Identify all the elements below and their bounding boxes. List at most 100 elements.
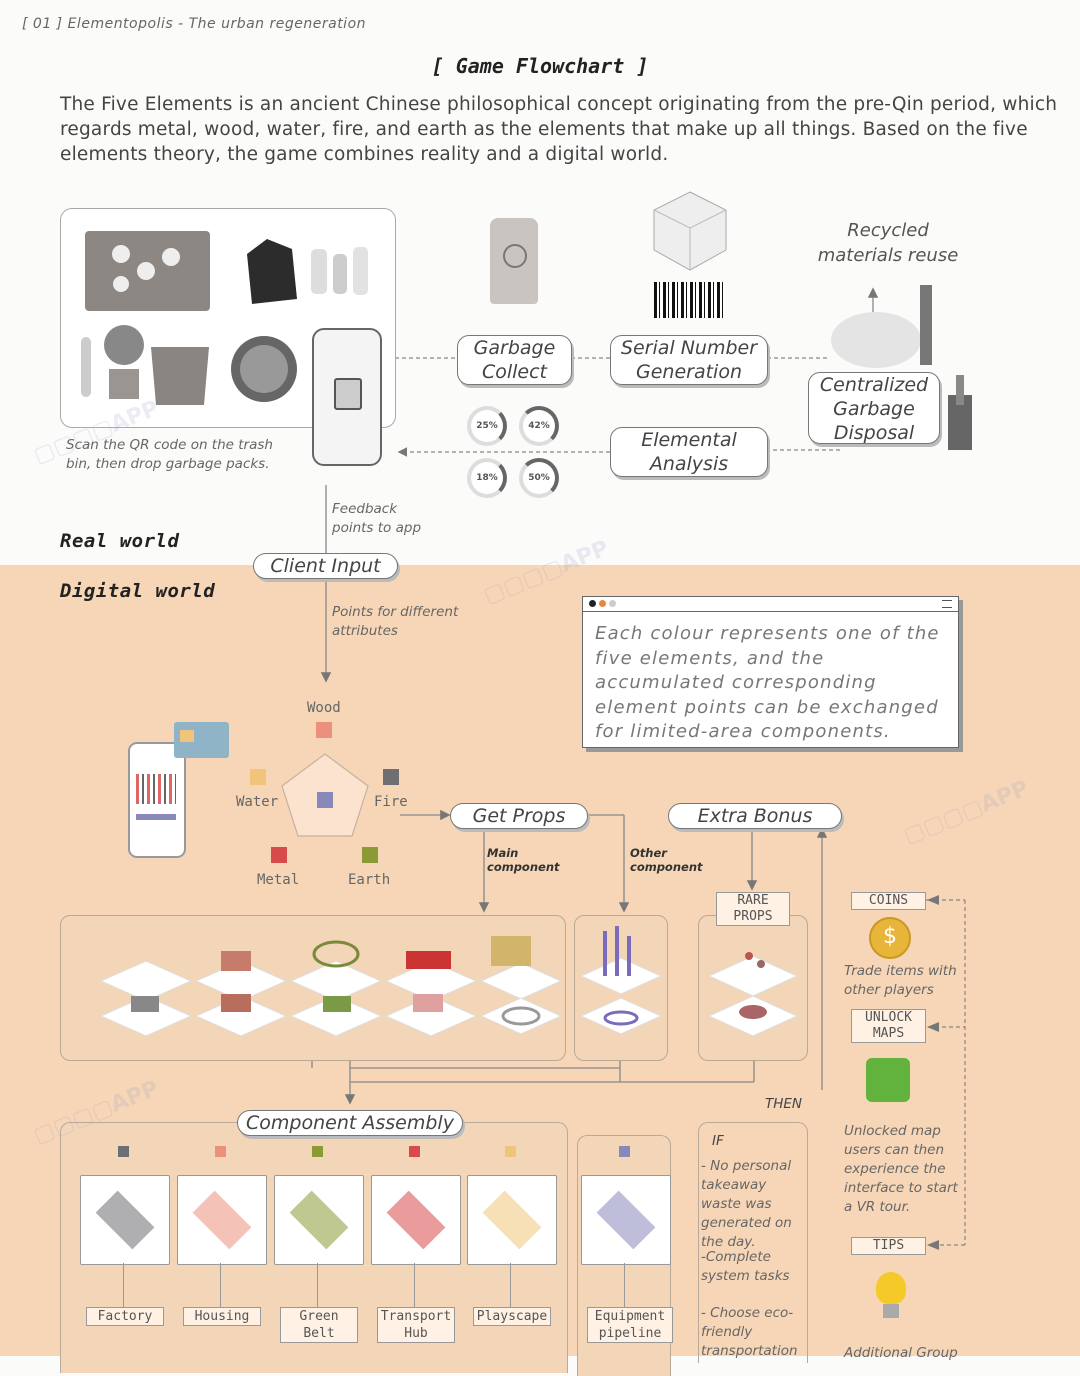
assembly-item-model [95, 1190, 155, 1250]
element-square-earth [362, 847, 378, 863]
condition-2: -Complete system tasks [701, 1249, 790, 1284]
other-component-note: Other component [630, 846, 703, 874]
lightbulb-base [883, 1304, 899, 1318]
app-phone-illustration [128, 742, 186, 858]
window-titlebar [583, 597, 958, 612]
assembly-item-label: Equipment pipeline [587, 1307, 673, 1343]
real-world-label: Real world [60, 530, 180, 552]
assembly-item-model [482, 1190, 542, 1250]
barcode-icon [654, 282, 724, 318]
assembly-color-square [118, 1146, 129, 1157]
assembly-item-model [289, 1190, 349, 1250]
chat-bubble-icon [174, 722, 229, 758]
unlock-maps-tag: UNLOCK MAPS [851, 1009, 926, 1043]
cube-illustration [652, 190, 728, 272]
element-square-fire [383, 769, 399, 785]
trash-icon [334, 378, 362, 410]
element-center-square [317, 792, 333, 808]
assembly-item-label: Transport Hub [377, 1307, 455, 1343]
assembly-connector [510, 1263, 511, 1307]
phone-illustration [312, 328, 382, 466]
condition-box [698, 1122, 808, 1363]
condition-1: - No personal takeaway waste was generat… [701, 1158, 792, 1250]
assembly-item-label: Green Belt [280, 1307, 358, 1343]
window-dot-max [609, 600, 616, 607]
rare-props-panel [698, 915, 808, 1061]
assembly-connector [624, 1263, 625, 1307]
client-input-node: Client Input [253, 553, 398, 579]
assembly-connector [220, 1263, 221, 1307]
feedback-note: Feedback points to app [332, 501, 422, 536]
trash-bin-illustration [490, 218, 538, 304]
puzzle-icon [866, 1058, 910, 1102]
component-assembly-node: Component Assembly [237, 1110, 463, 1136]
recycled-materials-note: Recycled materials reuse [817, 220, 959, 266]
assembly-item-image [581, 1175, 671, 1265]
chat-bubble-square [180, 730, 194, 742]
main-components-panel [60, 915, 566, 1061]
tips-note: Additional Group [844, 1345, 958, 1361]
bar-chart-icon [136, 774, 176, 804]
element-square-metal [271, 847, 287, 863]
assembly-color-square [312, 1146, 323, 1157]
centralized-disposal-node: Centralized Garbage Disposal [808, 372, 940, 444]
element-info-window: Each colour represents one of the five e… [582, 596, 959, 748]
assembly-item-label: Housing [183, 1307, 261, 1326]
menu-icon [942, 600, 952, 608]
assembly-item-image [467, 1175, 557, 1265]
app-list-line [136, 814, 176, 820]
assembly-color-square [215, 1146, 226, 1157]
assembly-item-label: Factory [86, 1307, 164, 1326]
extra-bonus-node: Extra Bonus [668, 803, 842, 829]
window-dot-min [599, 600, 606, 607]
main-components-illustration [99, 936, 563, 1037]
element-label-wood: Wood [307, 700, 341, 716]
coins-note: Trade items with other players [844, 963, 957, 998]
assembly-connector [317, 1263, 318, 1307]
unlock-note: Unlocked map users can then experience t… [844, 1123, 958, 1215]
assembly-item-image [80, 1175, 170, 1265]
assembly-item-label: Playscape [473, 1307, 551, 1326]
points-note: Points for different attributes [332, 604, 459, 639]
element-info-text: Each colour represents one of the five e… [595, 623, 940, 742]
scan-note: Scan the QR code on the trash bin, then … [66, 437, 273, 472]
percent-ring-2: 42% [519, 406, 559, 446]
rare-props-illustration [707, 952, 799, 1037]
assembly-item-image [371, 1175, 461, 1265]
main-component-note: Main component [487, 846, 560, 874]
digital-world-label: Digital world [60, 580, 216, 602]
then-label: THEN [765, 1096, 803, 1112]
garbage-items-illustration [81, 231, 368, 405]
elemental-analysis-node: Elemental Analysis [610, 427, 768, 477]
tips-tag: TIPS [851, 1237, 926, 1255]
recycle-icon [503, 244, 527, 268]
element-label-metal: Metal [257, 872, 300, 888]
percent-ring-4: 50% [519, 458, 559, 498]
assembly-color-square [409, 1146, 420, 1157]
percent-ring-3: 18% [467, 458, 507, 498]
coins-tag: COINS [851, 892, 926, 910]
element-square-wood [316, 722, 332, 738]
condition-3: - Choose eco-friendly transportation [701, 1305, 798, 1359]
if-label: IF [712, 1133, 724, 1149]
garbage-collect-node: Garbage Collect [457, 335, 572, 385]
assembly-connector [123, 1263, 124, 1307]
element-label-water: Water [236, 794, 279, 810]
percent-ring-1: 25% [467, 406, 507, 446]
window-dot-close [589, 600, 596, 607]
rare-props-tag: RARE PROPS [716, 892, 790, 926]
assembly-connector [414, 1263, 415, 1307]
lightbulb-icon [876, 1272, 906, 1304]
assembly-color-square [505, 1146, 516, 1157]
page-title: [ Game Flowchart ] [431, 54, 649, 78]
assembly-item-model [192, 1190, 252, 1250]
element-label-fire: Fire [374, 794, 408, 810]
page-header: [ 01 ] Elementopolis - The urban regener… [22, 16, 367, 32]
coin-icon: $ [869, 917, 911, 959]
get-props-node: Get Props [450, 803, 588, 829]
assembly-item-image [177, 1175, 267, 1265]
assembly-item-model [596, 1190, 656, 1250]
assembly-item-model [386, 1190, 446, 1250]
other-components-panel [574, 915, 668, 1061]
